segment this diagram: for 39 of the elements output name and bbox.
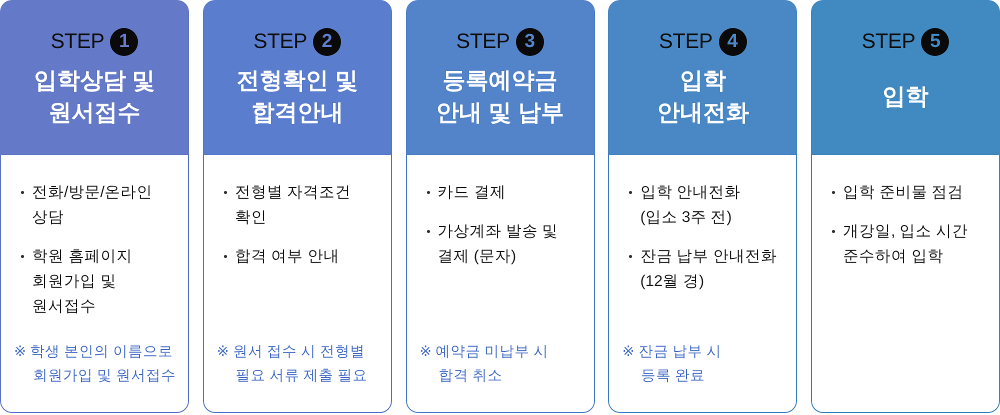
list-item-text: 전형별 자격조건 확인 [234, 183, 352, 228]
list-item-text: 학원 홈페이지 회원가입 및 원서접수 [32, 247, 134, 317]
step-number-badge: 1 [110, 28, 138, 56]
step-detail-card [202, 155, 392, 413]
step-header [811, 0, 1000, 155]
note-text: ※ 학생 본인의 이름으로 회원가입 및 원서접수 [14, 343, 177, 386]
step-label: STEP [456, 30, 510, 54]
step-title: 등록예약금 안내 및 납부 [435, 66, 565, 127]
step-number-badge: 3 [516, 28, 544, 56]
list-item-text: 입학 안내전화 (입소 3주 전) [640, 183, 742, 228]
list-item-text: 전화/방문/온라인 상담 [32, 183, 154, 228]
step-label: STEP [658, 30, 713, 54]
step-detail-card [406, 155, 594, 413]
list-item-text: 입학 준비물 점검 [843, 183, 964, 203]
step-label: STEP [50, 30, 104, 54]
step-number-badge: 2 [313, 28, 342, 56]
step-label: STEP [253, 30, 308, 54]
step-title: 입학상담 및 원서접수 [32, 66, 156, 127]
step-header [202, 0, 392, 155]
step-header [0, 0, 189, 155]
step-number-badge: 5 [921, 28, 950, 56]
step-title: 전형확인 및 합격안내 [236, 66, 359, 127]
step-header [406, 0, 594, 155]
step-header [608, 0, 798, 155]
step-detail-card [608, 155, 798, 413]
note-text: ※ 예약금 미납부 시 합격 취소 [420, 343, 550, 386]
step-title: 입학 안내전화 [656, 66, 750, 127]
step-number-badge: 4 [718, 28, 747, 56]
list-item-text: 개강일, 입소 시간 준수하여 입학 [843, 222, 969, 267]
note-text: ※ 원서 접수 시 전형별 필요 서류 제출 필요 [216, 343, 369, 386]
step-detail-card [811, 155, 1000, 413]
step-title: 입학 [882, 82, 928, 111]
list-item-text: 카드 결제 [438, 183, 506, 203]
list-item-text: 잔금 납부 안내전화 (12월 경) [640, 247, 778, 292]
note-text: ※ 잔금 납부 시 등록 완료 [622, 343, 722, 386]
step-detail-card [0, 155, 189, 413]
list-item-text: 가상계좌 발송 및 결제 (문자) [438, 222, 560, 267]
list-item-text: 합격 여부 안내 [234, 247, 340, 267]
step-label: STEP [862, 30, 916, 54]
